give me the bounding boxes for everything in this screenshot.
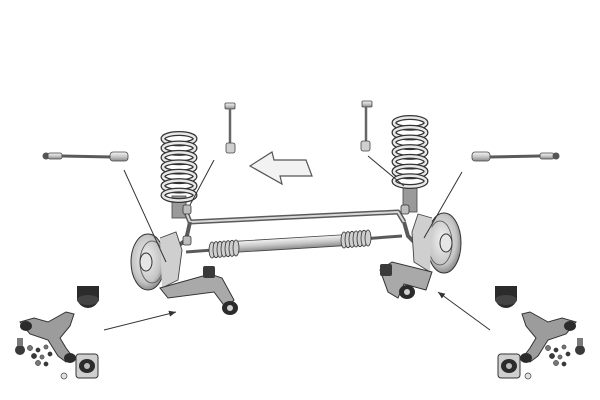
right-bushing-part: [495, 286, 517, 308]
right-stabilizer-link-part: [360, 100, 373, 152]
forward-direction-arrow-icon: [248, 151, 313, 186]
right-ball-joint-part: [575, 338, 585, 355]
right-hardware-kit: [545, 344, 571, 367]
right-tie-rod-part: [471, 151, 560, 162]
right-lower-control-arm: [379, 261, 433, 299]
leader-lines: [103, 155, 491, 331]
left-lower-control-arm: [159, 266, 238, 315]
anti-roll-bar: [168, 204, 422, 254]
right-brake-disc: [411, 212, 462, 274]
left-ball-joint-part: [15, 338, 25, 355]
right-bushing-housing-part: [497, 353, 521, 379]
steering-rack: [185, 229, 403, 259]
left-control-arm-part: [19, 311, 76, 363]
left-bushing-part: [77, 286, 99, 308]
left-stabilizer-link-part: [224, 102, 236, 154]
left-tie-rod-part: [42, 151, 129, 162]
left-washer-part: [60, 372, 68, 380]
left-brake-disc: [130, 231, 183, 291]
left-hardware-kit: [27, 344, 53, 367]
right-control-arm-part: [520, 311, 577, 363]
right-washer-part: [524, 372, 532, 380]
left-bushing-housing-part: [75, 353, 99, 379]
right-coil-spring: [391, 115, 429, 213]
